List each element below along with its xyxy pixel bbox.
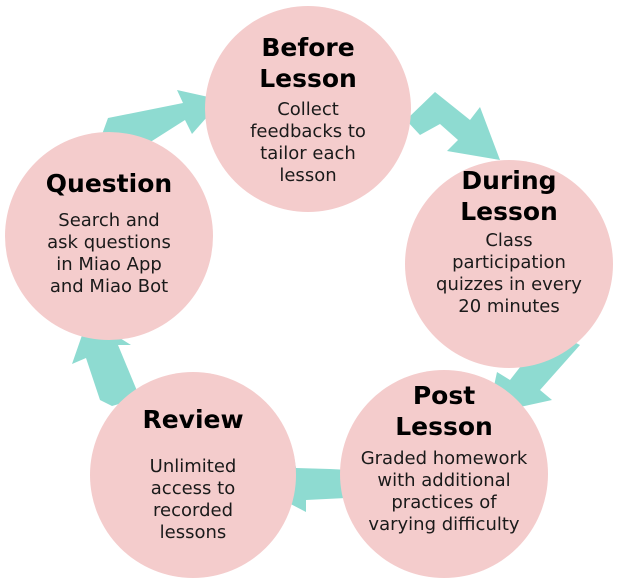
node-description: Graded homework with additional practice… bbox=[360, 448, 528, 535]
node-description: Unlimited access to recorded lessons bbox=[149, 456, 237, 543]
node-title: Post Lesson bbox=[395, 381, 493, 441]
node-description: Class participation quizzes in every 20 … bbox=[436, 230, 582, 317]
node-title: Review bbox=[142, 405, 244, 434]
node-during-lesson: During Lesson Class participation quizze… bbox=[405, 160, 613, 368]
node-before-lesson: Before Lesson Collect feedbacks to tailo… bbox=[205, 6, 411, 212]
node-description: Search and ask questions in Miao App and… bbox=[47, 210, 171, 297]
node-title: Before Lesson bbox=[259, 33, 357, 93]
node-review: Review Unlimited access to recorded less… bbox=[90, 372, 296, 578]
node-question: Question Search and ask questions in Mia… bbox=[5, 132, 213, 340]
arrow-before-to-during bbox=[406, 92, 500, 160]
node-description: Collect feedbacks to tailor each lesson bbox=[250, 99, 366, 186]
node-title: During Lesson bbox=[460, 166, 558, 226]
node-post-lesson: Post Lesson Graded homework with additio… bbox=[340, 370, 548, 578]
node-title: Question bbox=[45, 169, 173, 198]
arrow-review-to-question bbox=[72, 318, 140, 406]
